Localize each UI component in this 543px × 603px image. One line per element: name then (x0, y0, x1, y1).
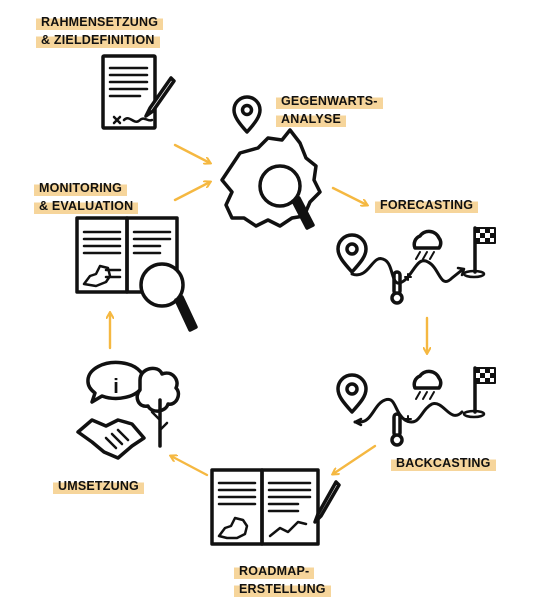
arrow-backcasting-to-roadmap (333, 444, 377, 474)
label-roadmap: ROADMAP- ERSTELLUNG (234, 562, 331, 598)
route-backcast-icon (336, 366, 496, 447)
label-rahmensetzung: RAHMENSETZUNG & ZIELDEFINITION (36, 13, 164, 49)
report-magnifier-icon (75, 216, 198, 332)
arrow-roadmap-to-umsetzung (171, 456, 209, 477)
label-umsetzung: UMSETZUNG (53, 477, 144, 495)
arrow-monitoring-to-analyse (173, 182, 210, 202)
roadmap-book-icon (210, 468, 341, 546)
handshake-tree-icon (76, 360, 181, 460)
label-forecasting: FORECASTING (375, 196, 479, 214)
label-monitoring: MONITORING & EVALUATION (34, 179, 139, 215)
info-symbol: i (113, 376, 119, 398)
route-forecast-icon (336, 226, 496, 305)
contract-signature-icon (101, 54, 176, 130)
arrow-analyse-to-forecasting (331, 186, 367, 205)
map-search-icon (220, 95, 322, 230)
label-gegenwartsanalyse: GEGENWARTS- ANALYSE (276, 92, 383, 128)
arrow-rahmen-to-analyse (173, 143, 210, 163)
label-backcasting: BACKCASTING (391, 454, 496, 472)
